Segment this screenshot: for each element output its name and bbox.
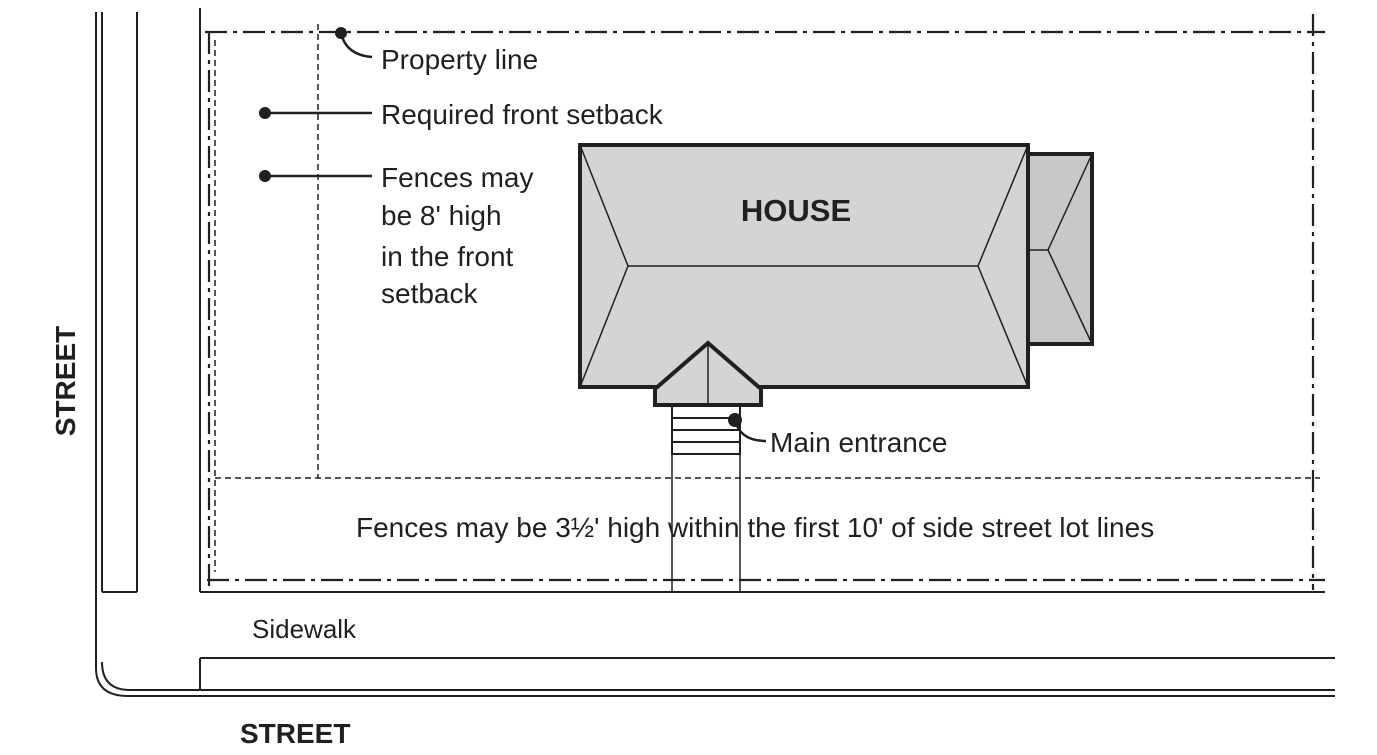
sidewalk-label: Sidewalk — [252, 614, 357, 644]
side-street-fence-label: Fences may be 3½' high within the first … — [356, 512, 1154, 543]
street-corner-curve — [95, 667, 129, 697]
property-line-label: Property line — [381, 44, 538, 75]
front-fence-label-line2: be 8' high — [381, 200, 502, 231]
street-corner-curve-inner — [101, 661, 131, 691]
required-front-setback-label: Required front setback — [381, 99, 664, 130]
house: HOUSE — [578, 143, 1094, 407]
main-entrance-leader — [733, 419, 767, 443]
garage-roof-ridges — [1028, 153, 1093, 345]
garage-roof — [1026, 152, 1094, 346]
front-fence-label-line4: setback — [381, 278, 478, 309]
roof-hip-lines — [579, 144, 1029, 388]
side-street-label: STREET — [50, 326, 81, 436]
street-curbs — [95, 8, 1335, 697]
leaders — [259, 27, 767, 443]
house-label: HOUSE — [741, 193, 851, 228]
bottom-street-label: STREET — [240, 718, 350, 749]
main-entrance-label: Main entrance — [770, 427, 947, 458]
property-line — [205, 14, 1325, 590]
front-fence-label-line3: in the front — [381, 241, 514, 272]
setback-lines — [214, 24, 1320, 572]
front-fence-label-line1: Fences may — [381, 162, 534, 193]
labels: Property line Required front setback Fen… — [50, 44, 1154, 749]
entry-steps — [671, 405, 741, 455]
property-line-leader — [339, 32, 373, 59]
